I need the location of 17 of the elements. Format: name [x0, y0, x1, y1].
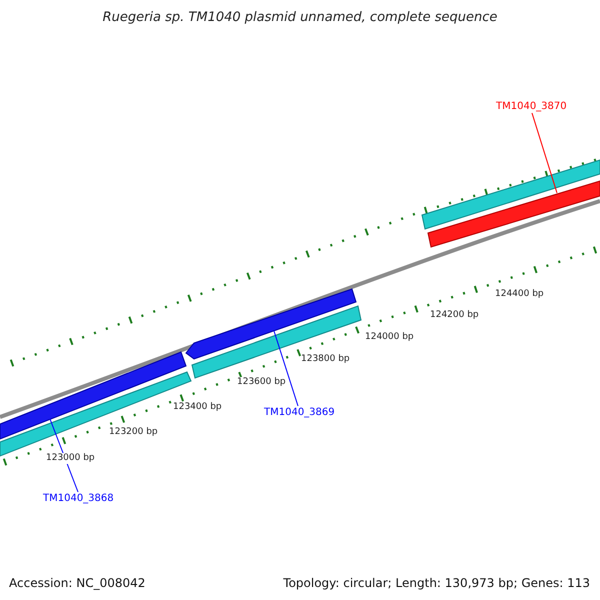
diagram-title: Ruegeria sp. TM1040 plasmid unnamed, complete sequence — [102, 10, 498, 26]
gene-label: TM1040_3868 — [43, 493, 114, 505]
leader-line — [532, 112, 558, 194]
scale-label: 123600 bp — [237, 377, 286, 388]
gene-bar — [427, 180, 600, 248]
scale-label: 124400 bp — [495, 289, 544, 300]
gene-label: TM1040_3870 — [496, 101, 567, 113]
scale-label: 123200 bp — [109, 427, 158, 438]
accession-text: Accession: NC_008042 — [9, 576, 146, 590]
scale-label: 123000 bp — [46, 453, 95, 464]
leader-line — [274, 330, 298, 406]
topology-text: Topology: circular; Length: 130,973 bp; Genes: 113 — [283, 576, 590, 590]
scale-label: 123400 bp — [173, 402, 222, 413]
scale-label: 124000 bp — [365, 332, 414, 343]
scale-label: 123800 bp — [301, 354, 350, 365]
scale-label: 124200 bp — [430, 310, 479, 321]
gene-label: TM1040_3869 — [264, 407, 335, 419]
